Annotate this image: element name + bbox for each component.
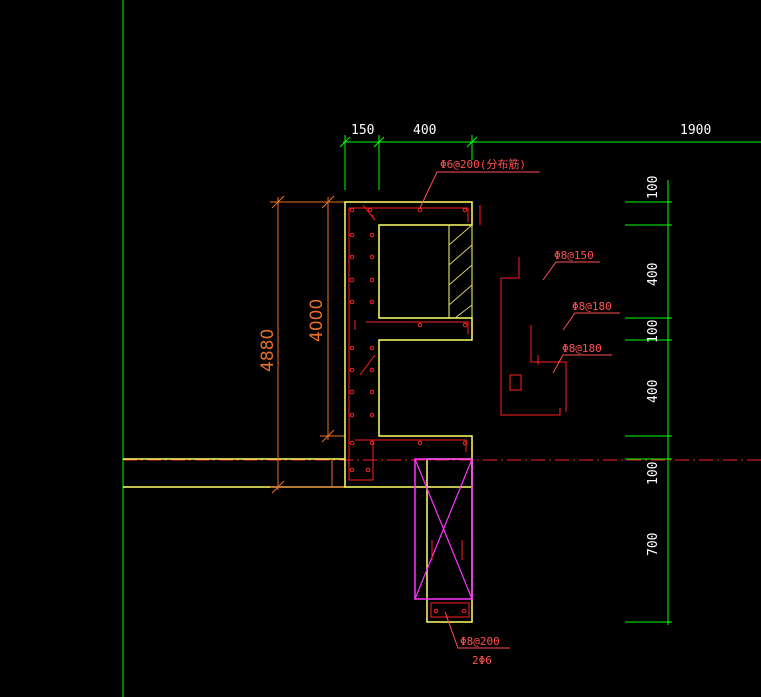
- dim-top-400: 400: [413, 123, 436, 138]
- rebar-dots: [349, 207, 468, 473]
- dim-right-400-b: 400: [646, 380, 661, 403]
- dim-right-700: 700: [646, 533, 661, 556]
- right-dimension-text: 100 400 100 400 100 700: [646, 176, 661, 556]
- beam-section: [414, 458, 473, 623]
- dim-top-150: 150: [351, 123, 374, 138]
- top-dimension-ticks: [339, 135, 478, 190]
- dim-right-100-a: 100: [646, 176, 661, 199]
- dim-right-400-a: 400: [646, 263, 661, 286]
- hatched-infill: [448, 224, 473, 319]
- note-beam-stirrup: Φ8@200: [460, 635, 500, 648]
- dim-right-100-b: 100: [646, 320, 661, 343]
- note-bar-150: Φ8@150: [554, 249, 594, 262]
- axis-lines: [122, 0, 761, 697]
- dim-left-4000: 4000: [307, 299, 327, 342]
- note-distribution-bar: Φ6@200(分布筋): [440, 157, 526, 171]
- dim-top-1900: 1900: [680, 123, 711, 138]
- rebar-detail-shapes: [500, 257, 567, 416]
- concrete-section-outline: [344, 201, 473, 488]
- rebar-cage: [348, 204, 481, 481]
- note-leaders: [419, 171, 620, 649]
- note-bar-180-a: Φ8@180: [572, 300, 612, 313]
- dim-right-100-c: 100: [646, 462, 661, 485]
- right-dimension-ticks: [625, 201, 672, 623]
- note-bar-180-b: Φ8@180: [562, 342, 602, 355]
- left-dimension-lines: [270, 195, 345, 494]
- dim-left-4880: 4880: [258, 329, 278, 372]
- floor-slab: [123, 458, 345, 488]
- note-beam-bars: 2Φ6: [472, 654, 492, 667]
